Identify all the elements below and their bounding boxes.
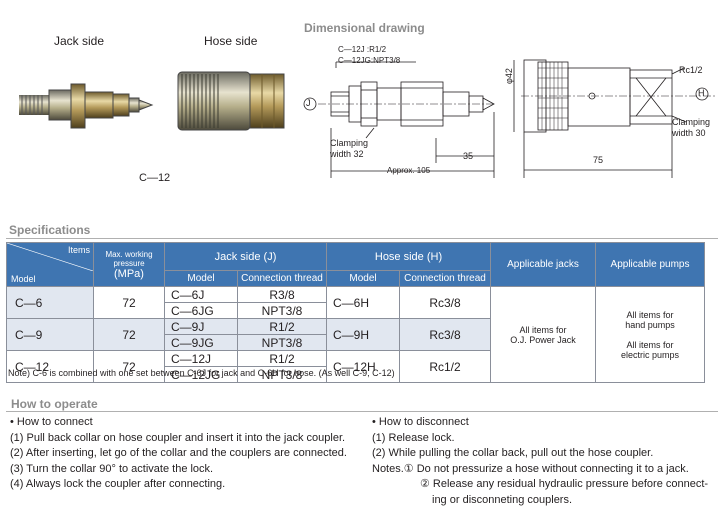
hose-model-c9h: C—9H — [327, 319, 400, 351]
specs-divider — [6, 238, 718, 239]
clamping-30-width: width 30 — [672, 128, 706, 138]
specs-table: Items Model Max. working pressure (MPa) … — [6, 242, 705, 383]
connect-heading: • How to connect — [10, 415, 347, 431]
dim-approx-105: Approx. 105 — [387, 166, 430, 175]
disconnect-heading: • How to disconnect — [372, 415, 708, 431]
specs-note: Note) C-6 is combined with one set betwe… — [8, 368, 395, 378]
disconnect-step-1: (1) Release lock. — [372, 431, 708, 447]
rc-label: Rc1/2 — [679, 65, 703, 75]
jack-thread-header: Connection thread — [238, 271, 327, 287]
connect-step-2: (2) After inserting, let go of the colla… — [10, 446, 347, 462]
hose-thread-header: Connection thread — [400, 271, 491, 287]
model-caption: C—12 — [139, 172, 170, 184]
model-c9: C—9 — [7, 319, 94, 351]
hose-side-label: Hose side — [204, 34, 257, 48]
thread-c6j: R3/8 — [238, 287, 327, 303]
clamping-30-label: Clamping — [672, 117, 710, 127]
thread-c9j: R1/2 — [238, 319, 327, 335]
jack-coupler-photo — [14, 70, 164, 150]
specs-title: Specifications — [9, 223, 90, 237]
model-header: Model — [11, 274, 36, 284]
model-c6: C—6 — [7, 287, 94, 319]
dim-35: 35 — [463, 151, 473, 161]
disconnect-note-1: Notes.① Do not pressurize a hose without… — [372, 462, 708, 478]
jack-model-c9j: C—9J — [165, 319, 238, 335]
pressure-c6: 72 — [94, 287, 165, 319]
connect-step-4: (4) Always lock the coupler after connec… — [10, 477, 347, 493]
callout-c12j: C—12J :R1/2 — [338, 45, 386, 54]
clamping-32-width: width 32 — [330, 149, 364, 159]
applicable-pumps-header: Applicable pumps — [596, 243, 705, 287]
items-model-header: Items Model — [7, 243, 94, 287]
hose-thread-c12h: Rc1/2 — [400, 351, 491, 383]
hose-coupler-photo — [174, 60, 294, 145]
connect-step-1: (1) Pull back collar on hose coupler and… — [10, 431, 347, 447]
dim-75: 75 — [593, 155, 603, 165]
thread-c9jg: NPT3/8 — [238, 335, 327, 351]
jack-model-c6jg: C—6JG — [165, 303, 238, 319]
disconnect-note-2-cont: ing or disconneting couplers. — [372, 493, 708, 508]
jack-model-c9jg: C—9JG — [165, 335, 238, 351]
jack-side-label: Jack side — [54, 34, 104, 48]
hose-thread-c6h: Rc3/8 — [400, 287, 491, 319]
thread-c12j: R1/2 — [238, 351, 327, 367]
hose-thread-c9h: Rc3/8 — [400, 319, 491, 351]
applicable-jacks-header: Applicable jacks — [491, 243, 596, 287]
jack-model-c12j: C—12J — [165, 351, 238, 367]
disconnect-note-2: ② Release any residual hydraulic pressur… — [372, 477, 708, 493]
how-to-disconnect: • How to disconnect (1) Release lock. (2… — [372, 415, 708, 508]
j-marker: J — [306, 98, 311, 108]
hose-model-header: Model — [327, 271, 400, 287]
hose-model-c6h: C—6H — [327, 287, 400, 319]
connect-step-3: (3) Turn the collar 90° to activate the … — [10, 462, 347, 478]
disconnect-step-2: (2) While pulling the collar back, pull … — [372, 446, 708, 462]
pressure-c9: 72 — [94, 319, 165, 351]
jack-model-c6j: C—6J — [165, 287, 238, 303]
howto-title: How to operate — [11, 397, 98, 411]
jack-model-header: Model — [165, 271, 238, 287]
thread-c6jg: NPT3/8 — [238, 303, 327, 319]
clamping-32-label: Clamping — [330, 138, 368, 148]
pressure-header: Max. working pressure (MPa) — [94, 243, 165, 287]
jack-side-header: Jack side (J) — [165, 243, 327, 271]
h-marker: H — [698, 88, 705, 98]
drawing-title: Dimensional drawing — [304, 21, 425, 35]
items-header: Items — [68, 245, 90, 255]
dim-phi42: φ42 — [504, 68, 514, 84]
howto-divider — [6, 411, 718, 412]
how-to-connect: • How to connect (1) Pull back collar on… — [10, 415, 347, 493]
callout-c12jg: C—12JG:NPT3/8 — [338, 56, 400, 65]
hose-side-header: Hose side (H) — [327, 243, 491, 271]
